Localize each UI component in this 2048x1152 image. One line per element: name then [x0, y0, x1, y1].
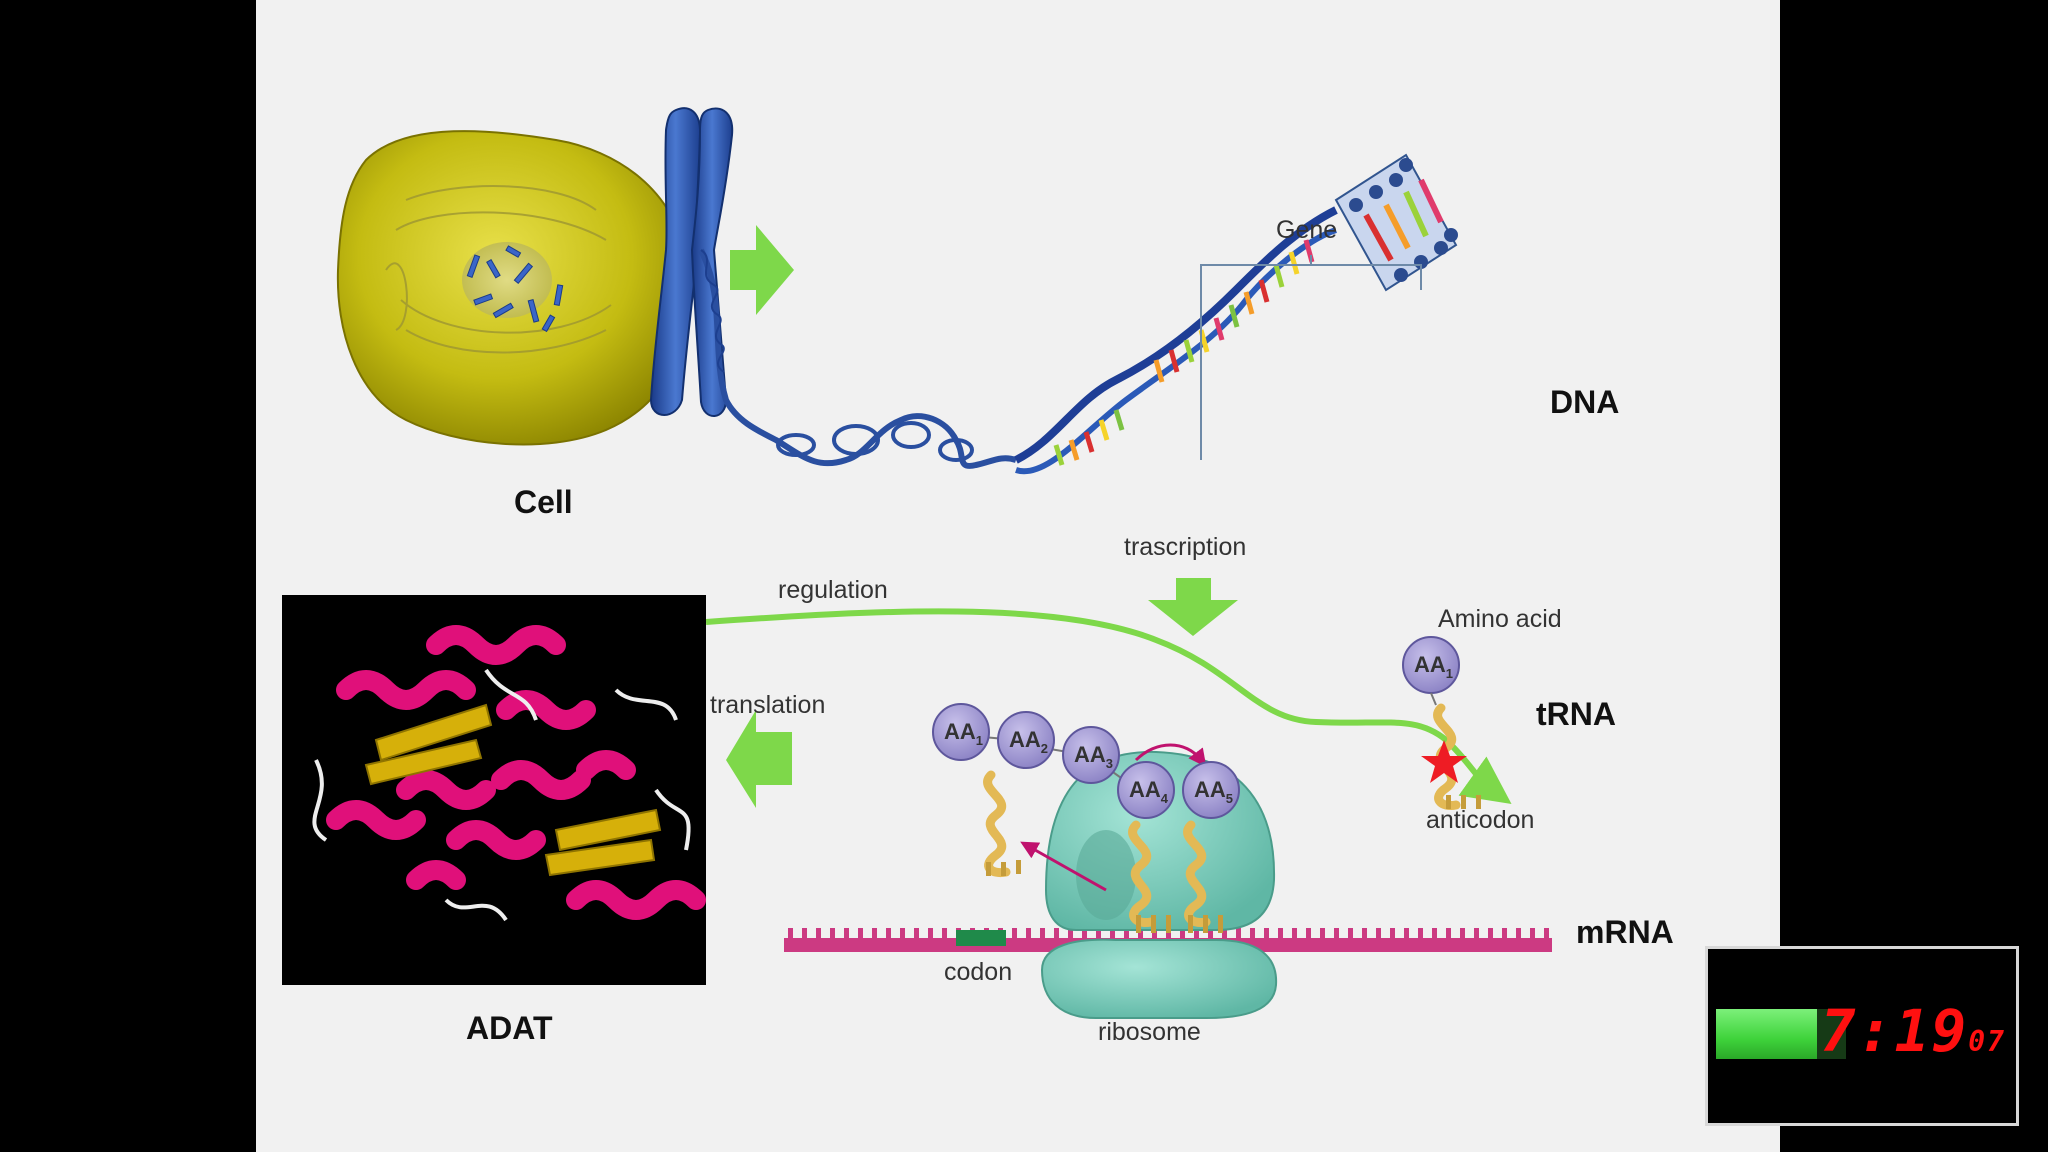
mrna-nucleotide	[830, 928, 835, 940]
aa4-label: AA4	[1129, 777, 1169, 806]
arrow-down-icon	[1148, 578, 1238, 636]
label-transcription: trascription	[1124, 533, 1247, 561]
mrna-nucleotide	[858, 928, 863, 940]
aa1-label: AA1	[944, 719, 983, 748]
mrna-nucleotide	[816, 928, 821, 940]
digital-clock: 7:1907	[1821, 997, 2006, 1065]
protein-synthesis-diagram: AA1 AA2 AA3 AA4 AA5 AA1	[282, 107, 1552, 1019]
mrna-nucleotide	[1124, 928, 1129, 940]
mrna-nucleotide	[1474, 928, 1479, 940]
label-ribosome: ribosome	[1098, 1018, 1201, 1046]
chromosome-illustration	[649, 107, 1017, 469]
timer-minutes: 7	[1820, 997, 1858, 1065]
amino-acid-5	[1182, 761, 1240, 819]
mrna-nucleotide	[1306, 928, 1311, 940]
mrna-nucleotide	[1194, 928, 1199, 940]
label-amino-acid: Amino acid	[1438, 605, 1562, 633]
amino-acid-2	[997, 711, 1055, 769]
amino-acid-4	[1117, 761, 1175, 819]
amino-acid-1	[932, 703, 990, 761]
mrna-nucleotide	[1222, 928, 1227, 940]
trna-exit-arrow	[1020, 841, 1107, 892]
adat-protein-structure	[282, 595, 706, 985]
mrna-nucleotide	[1012, 928, 1017, 940]
mrna-nucleotide	[1180, 928, 1185, 940]
timer-progress-track	[1716, 1009, 1846, 1059]
timer-separator: :	[1857, 997, 1895, 1065]
arrow-left-icon	[726, 710, 792, 808]
mrna-nucleotide	[1054, 928, 1059, 940]
slide: AA1 AA2 AA3 AA4 AA5 AA1 Cell DNA Gene tr…	[256, 0, 1780, 1152]
mrna-nucleotide	[1152, 928, 1157, 940]
label-adat: ADAT	[466, 1010, 553, 1046]
label-regulation: regulation	[778, 576, 888, 604]
mrna-nucleotide	[914, 928, 919, 940]
mrna-nucleotide	[844, 928, 849, 940]
mrna-nucleotide	[1502, 928, 1507, 940]
regulation-arrow	[705, 608, 1512, 804]
codon-highlight	[956, 930, 1006, 946]
label-cell: Cell	[514, 484, 573, 520]
mrna-nucleotide	[1446, 928, 1451, 940]
mrna-nucleotide	[1376, 928, 1381, 940]
mrna-nucleotide	[942, 928, 947, 940]
mrna-nucleotide	[1320, 928, 1325, 940]
mrna-nucleotide	[1292, 928, 1297, 940]
cell-illustration	[336, 130, 690, 446]
star-icon	[1421, 740, 1467, 783]
aa2-label: AA2	[1009, 727, 1048, 756]
label-gene: Gene	[1276, 216, 1338, 244]
mrna-nucleotide	[1544, 928, 1549, 940]
mrna-nucleotide	[1334, 928, 1339, 940]
mrna-nucleotide	[1488, 928, 1493, 940]
mrna-nucleotide	[928, 928, 933, 940]
free-aa-label: AA1	[1414, 652, 1453, 681]
label-trna: tRNA	[1536, 696, 1616, 732]
mrna-nucleotide	[1040, 928, 1045, 940]
mrna-nucleotide	[872, 928, 877, 940]
mrna-nucleotide	[1096, 928, 1101, 940]
amino-acid-chain	[932, 636, 1460, 819]
timer-fraction: 07	[1968, 1025, 2006, 1058]
label-anticodon: anticodon	[1426, 806, 1535, 834]
mrna-nucleotide	[1432, 928, 1437, 940]
label-translation: translation	[710, 691, 826, 719]
peptide-transfer-arrow	[1134, 743, 1207, 768]
mrna-nucleotide	[1278, 928, 1283, 940]
mrna-nucleotide	[1166, 928, 1171, 940]
mrna-nucleotide	[788, 928, 793, 940]
timer-seconds: 19	[1894, 997, 1969, 1065]
timer-overlay: 7:1907	[1705, 946, 2019, 1126]
mrna-nucleotide	[886, 928, 891, 940]
arrow-right-icon	[730, 225, 794, 315]
label-mrna: mRNA	[1576, 914, 1674, 950]
mrna-nucleotide	[1110, 928, 1115, 940]
aa5-label: AA5	[1194, 777, 1233, 806]
mrna-nucleotide	[1082, 928, 1087, 940]
gene-bracket	[1200, 255, 1422, 460]
mrna-nucleotide	[1026, 928, 1031, 940]
mrna-nucleotide	[1404, 928, 1409, 940]
mrna-nucleotide	[1264, 928, 1269, 940]
mrna-nucleotide	[1138, 928, 1143, 940]
dna-double-helix	[1014, 153, 1458, 475]
mrna-nucleotide	[1208, 928, 1213, 940]
label-dna: DNA	[1550, 384, 1620, 420]
mrna-nucleotide	[1348, 928, 1353, 940]
mrna-nucleotide	[1362, 928, 1367, 940]
timer-progress-bar	[1716, 1009, 1818, 1059]
amino-acid-3	[1062, 726, 1120, 784]
label-codon: codon	[944, 958, 1013, 986]
mrna-nucleotide	[802, 928, 807, 940]
mrna-nucleotide	[1460, 928, 1465, 940]
aa3-label: AA3	[1074, 742, 1113, 771]
mrna-nucleotide	[1418, 928, 1423, 940]
mrna-nucleotide	[1516, 928, 1521, 940]
mrna-nucleotide	[1068, 928, 1073, 940]
mrna-nucleotide	[900, 928, 905, 940]
mrna-nucleotide	[1250, 928, 1255, 940]
mrna-nucleotide	[1236, 928, 1241, 940]
mrna-nucleotide	[1530, 928, 1535, 940]
mrna-nucleotide	[1390, 928, 1395, 940]
